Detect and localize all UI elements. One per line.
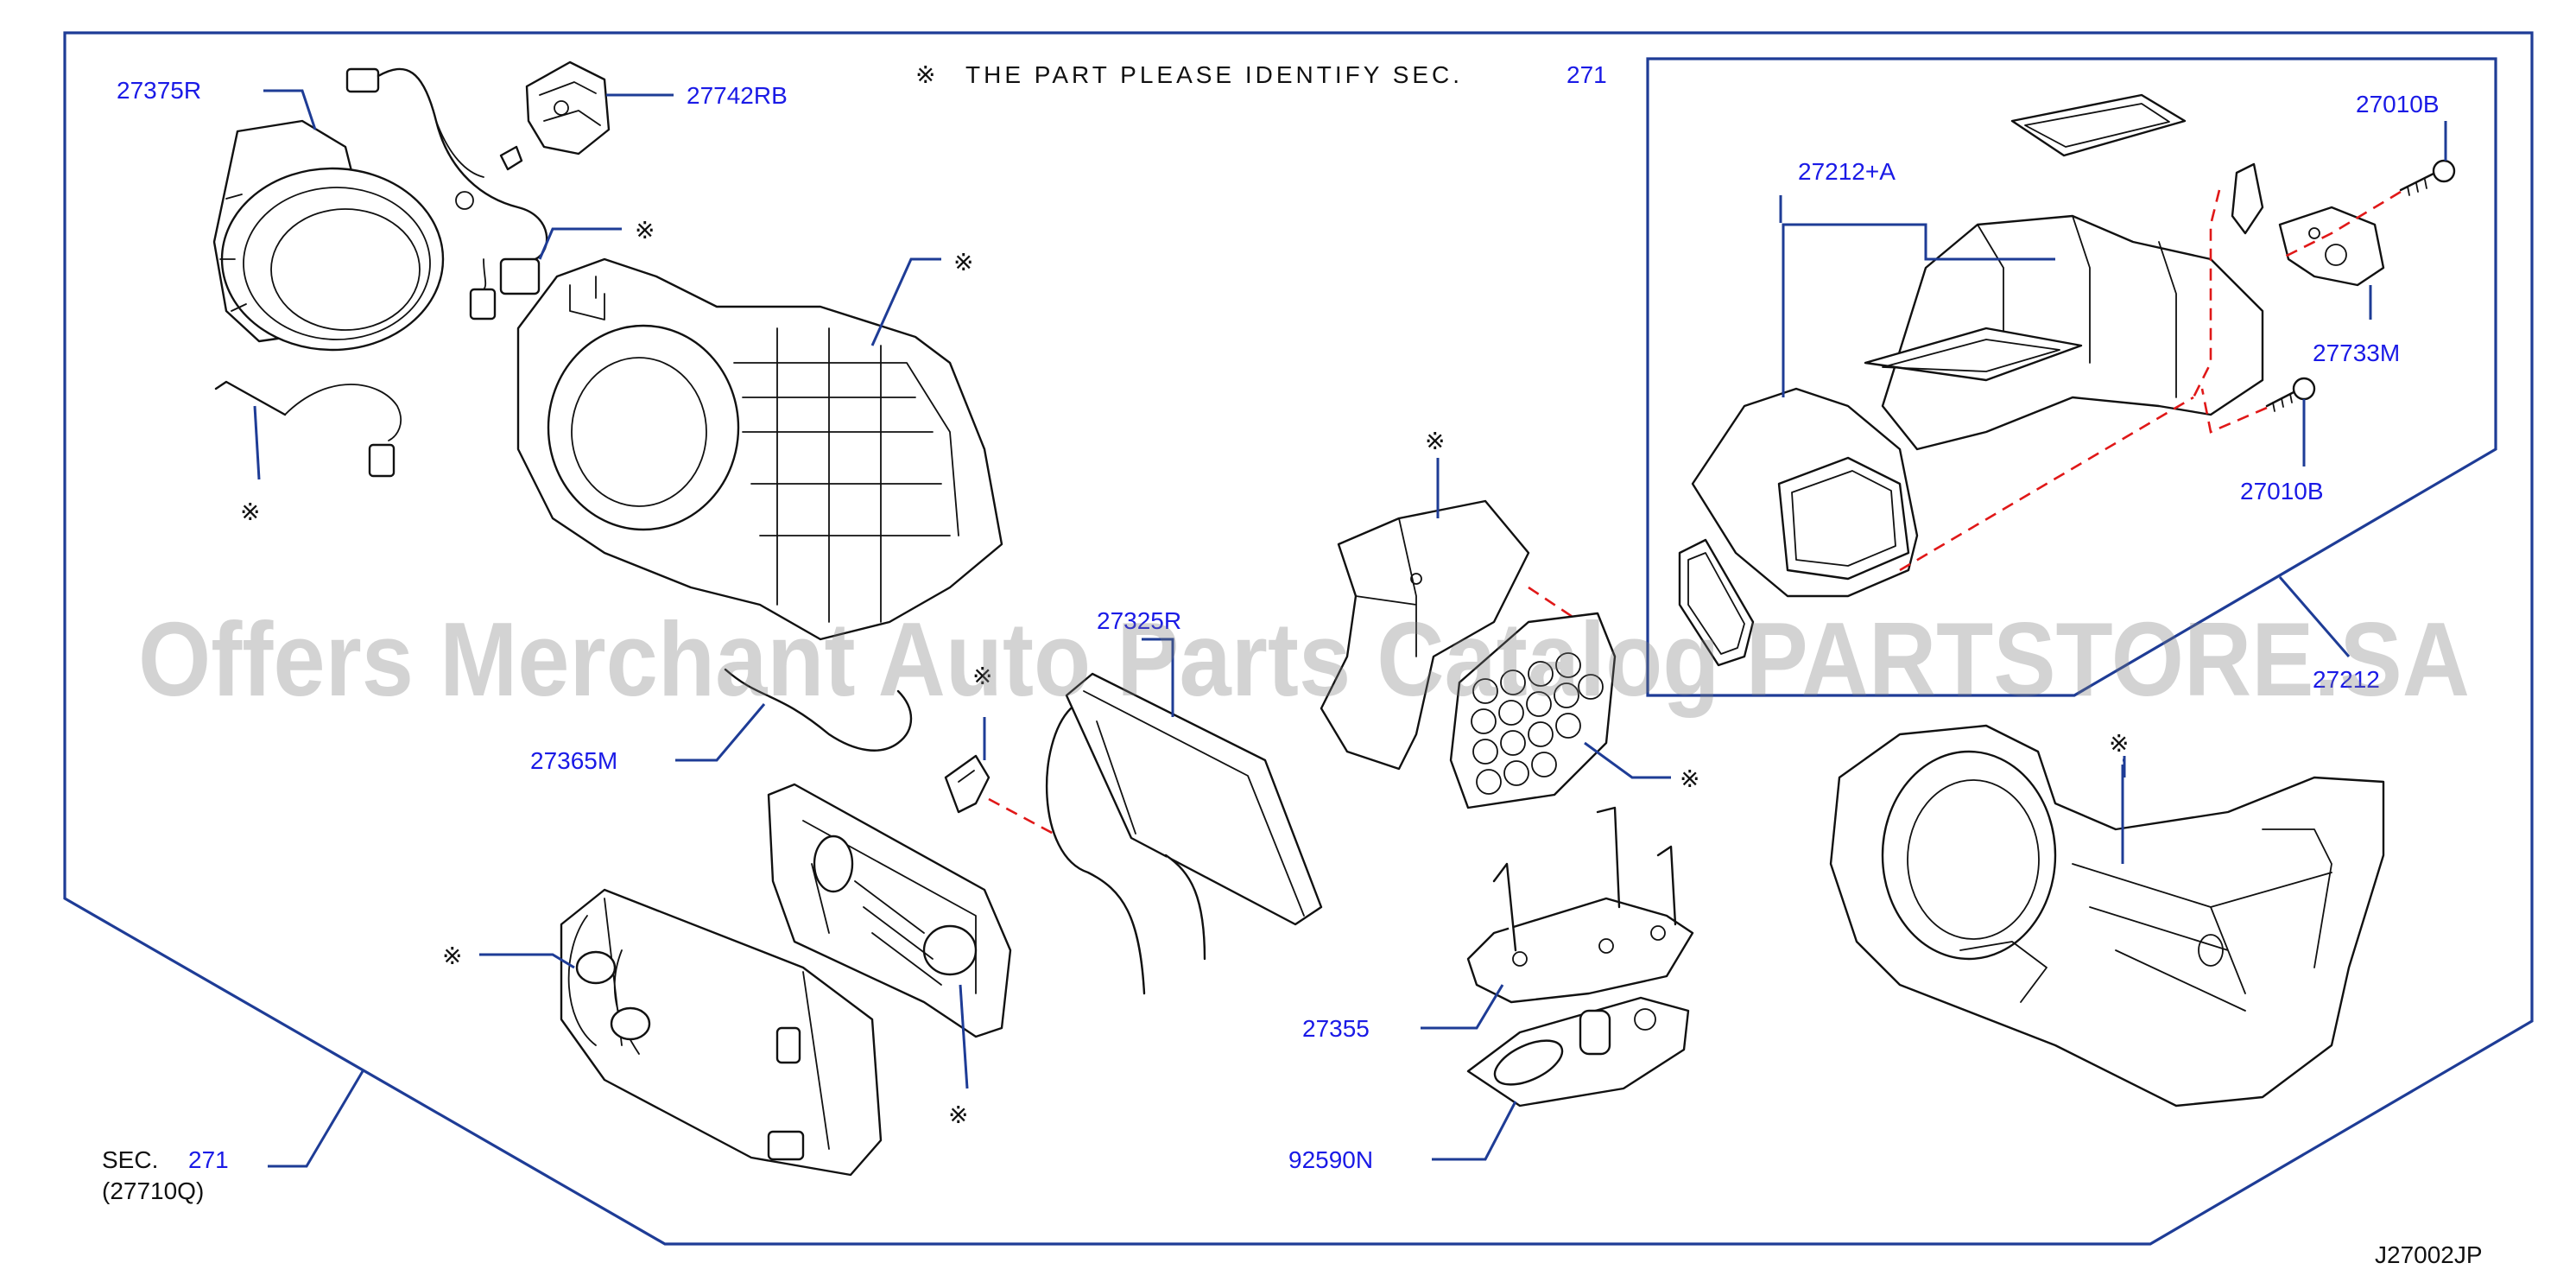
wiring-harness[interactable] [345,67,548,320]
plate-92590N[interactable] [1466,996,1690,1107]
leader-27325R [1142,638,1174,717]
leader-filter-mark [959,984,969,1089]
leader-27375R [263,89,317,130]
leader-27212 [2278,576,2351,657]
filter-frame[interactable] [767,783,1012,1038]
callout-27355[interactable]: 27355 [1302,1015,1370,1042]
clip-ref-mark: ※ [972,663,992,689]
screw-27010B-bottom[interactable] [2265,377,2316,412]
leader-evaporator-mark [479,953,575,969]
clip[interactable] [944,754,991,814]
callout-27375R[interactable]: 27375R [117,77,201,104]
dashed-duct-links [1899,396,2194,572]
intake-housing[interactable] [1829,724,2385,1107]
leader-92590N [1432,1101,1517,1161]
leader-intake-mark [2123,756,2126,777]
evaporator[interactable] [560,888,883,1177]
callout-27010B-top[interactable]: 27010B [2356,91,2440,117]
heater-core-27325R[interactable] [1045,672,1323,995]
harness-ref-mark: ※ [635,217,655,244]
dashed-actuator-link [2192,189,2221,398]
leader-harness-mark [538,227,622,260]
filter-ref-mark: ※ [948,1101,968,1128]
bracket-27355[interactable] [1466,806,1694,1004]
leader-27365M [675,703,766,762]
callout-27365M[interactable]: 27365M [530,747,617,774]
sec-ref-sub: (27710Q) [102,1177,204,1204]
leader-housing-mark [870,257,941,346]
sensor-ref-mark: ※ [240,498,260,525]
outer-frame [63,31,2534,1246]
notice-mark: ※ [915,61,935,88]
grille-ref-mark: ※ [1680,765,1699,792]
dashed-bracket-to-grille [1528,586,1581,624]
leader-27212A [1782,223,2055,397]
bracket-ref-mark: ※ [1425,428,1445,454]
notice-text: THE PART PLEASE IDENTIFY SEC. [965,61,1463,88]
evaporator-ref-mark: ※ [442,942,462,969]
actuator-27733M[interactable] [2278,206,2385,287]
leader-sec-ref [268,1070,364,1168]
blower-motor[interactable] [212,119,445,352]
callout-92590N[interactable]: 92590N [1288,1146,1373,1173]
intake-ref-mark: ※ [2109,730,2129,757]
callout-27733M[interactable]: 27733M [2313,340,2400,366]
screw-27010B-top[interactable] [2399,159,2456,196]
dashed-screw-bottom [2200,388,2268,434]
temperature-sensor[interactable] [214,380,402,478]
dashed-screw-top [2279,190,2402,261]
diagram-code: J27002JP [2375,1241,2483,1268]
ventilator-duct-27212[interactable] [1678,93,2264,667]
callout-27010B-bottom[interactable]: 27010B [2240,478,2324,505]
callout-27742RB[interactable]: 27742RB [687,82,788,109]
subassembly-frame [1646,57,2497,697]
grille-mesh[interactable] [1449,612,1617,809]
gasket-27365M[interactable] [724,668,913,752]
duct-bracket[interactable] [1320,499,1530,771]
dashed-clip-to-core [988,797,1054,835]
notice: ※ THE PART PLEASE IDENTIFY SEC. 271 [915,61,1607,88]
callout-27325R[interactable]: 27325R [1097,607,1181,634]
leader-grille-mark [1584,741,1671,779]
sec-ref-number[interactable]: 271 [188,1146,229,1173]
callout-27212[interactable]: 27212 [2313,666,2380,693]
sec-ref-prefix: SEC. [102,1146,158,1173]
leader-sensor-mark [253,405,261,480]
actuator-27742RB[interactable] [525,60,611,155]
callout-27212A[interactable]: 27212+A [1798,158,1896,185]
leader-27355 [1421,984,1504,1030]
watermark: Offers Merchant Auto Parts Catalog PARTS… [138,600,2470,718]
housing-ref-mark: ※ [953,249,973,276]
notice-sec-number[interactable]: 271 [1566,61,1607,88]
main-housing[interactable] [516,257,1003,641]
